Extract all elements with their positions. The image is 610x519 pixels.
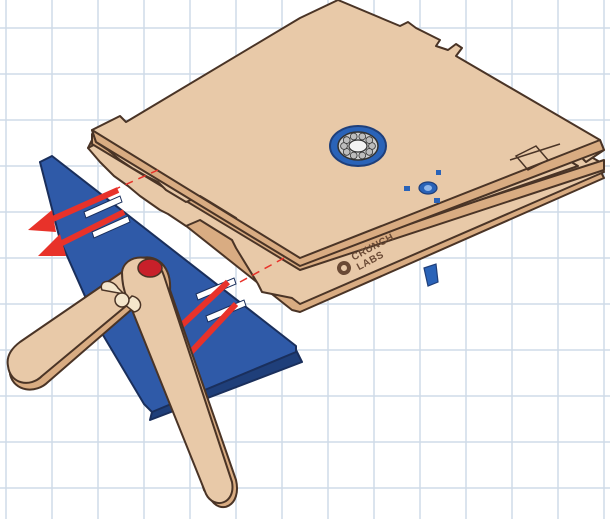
blue-peg	[424, 264, 438, 286]
bearing-ball	[343, 137, 350, 144]
bearing-ball	[359, 133, 366, 140]
red-hub	[138, 259, 162, 277]
bearing-ball	[350, 152, 357, 159]
bearing-ball	[359, 152, 366, 159]
bearing-ball	[350, 133, 357, 140]
bearing-icon	[330, 126, 386, 166]
bearing-ball	[366, 149, 373, 156]
bearing-ball	[366, 137, 373, 144]
